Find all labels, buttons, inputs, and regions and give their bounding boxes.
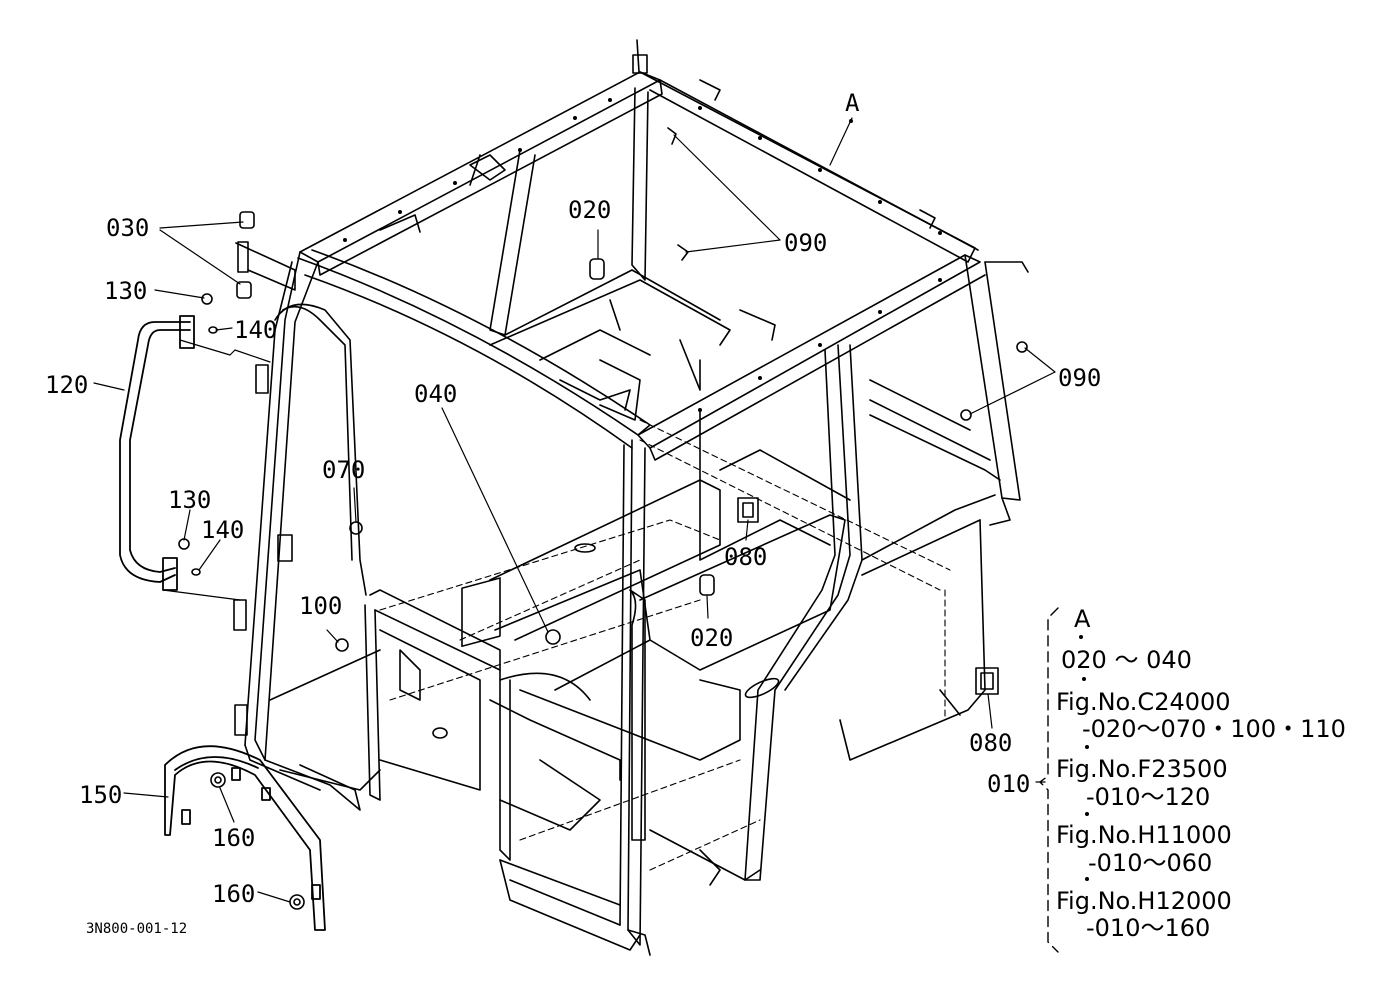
- ref-fig-h12000-items: -010～160: [1086, 914, 1211, 942]
- ref-dot-2: [1082, 677, 1086, 681]
- callout-100: 100: [299, 592, 343, 620]
- callout-020-lower: 020: [690, 624, 734, 652]
- callout-080-upper: 080: [724, 543, 768, 571]
- rear-structure: [489, 87, 731, 421]
- ref-fig-c24000-items: -020～070・100・110: [1082, 715, 1346, 743]
- ref-dot-4: [1085, 812, 1089, 816]
- callout-140-upper: 140: [234, 316, 278, 344]
- ref-fig-h11000-items: -010～060: [1088, 849, 1213, 877]
- floor-platform: [432, 479, 846, 951]
- ref-fig-h11000: Fig.No.H11000: [1056, 821, 1232, 849]
- ref-dot-5: [1085, 877, 1089, 881]
- left-door-frame: [274, 303, 367, 596]
- instrument-support: [269, 589, 591, 861]
- callout-090-upper: 090: [784, 229, 828, 257]
- callout-040: 040: [414, 380, 458, 408]
- ref-fig-f23500: Fig.No.F23500: [1056, 755, 1228, 783]
- callout-130-lower: 130: [168, 486, 212, 514]
- callout-090-right: 090: [1058, 364, 1102, 392]
- callout-160-lower: 160: [212, 880, 256, 908]
- callout-140-lower: 140: [201, 516, 245, 544]
- ref-dot-1: [1079, 635, 1083, 639]
- guard-150: [164, 745, 326, 931]
- ref-dot-3: [1085, 745, 1089, 749]
- callout-130-upper: 130: [104, 277, 148, 305]
- ref-fig-h12000: Fig.No.H12000: [1056, 887, 1232, 915]
- ref-range: 020 ～ 040: [1061, 646, 1192, 674]
- leader-lines: [93, 117, 1056, 903]
- ref-fig-f23500-items: -010～120: [1086, 783, 1211, 811]
- hidden-lines: [379, 419, 951, 871]
- callout-120: 120: [45, 371, 89, 399]
- reference-bracket: [1039, 607, 1059, 953]
- small-parts: [178, 127, 1028, 910]
- ref-fig-c24000: Fig.No.C24000: [1056, 688, 1231, 716]
- ref-assembly: A: [1074, 605, 1091, 633]
- assembly-a-marker: [849, 119, 853, 123]
- right-side: [699, 254, 1021, 881]
- roof-frame: [297, 39, 1029, 461]
- callout-assembly-a: A: [845, 89, 860, 117]
- callout-080-lower: 080: [969, 729, 1013, 757]
- callout-070: 070: [322, 456, 366, 484]
- drawing-code: 3N800-001-12: [86, 921, 188, 937]
- center-pillar: [619, 439, 651, 956]
- callout-030: 030: [106, 214, 150, 242]
- front-left-pillar: [233, 251, 361, 811]
- callout-010: 010: [987, 770, 1031, 798]
- handrail-120: [119, 315, 195, 591]
- callout-150: 150: [79, 781, 123, 809]
- callout-020-upper: 020: [568, 196, 612, 224]
- callout-160-upper: 160: [212, 824, 256, 852]
